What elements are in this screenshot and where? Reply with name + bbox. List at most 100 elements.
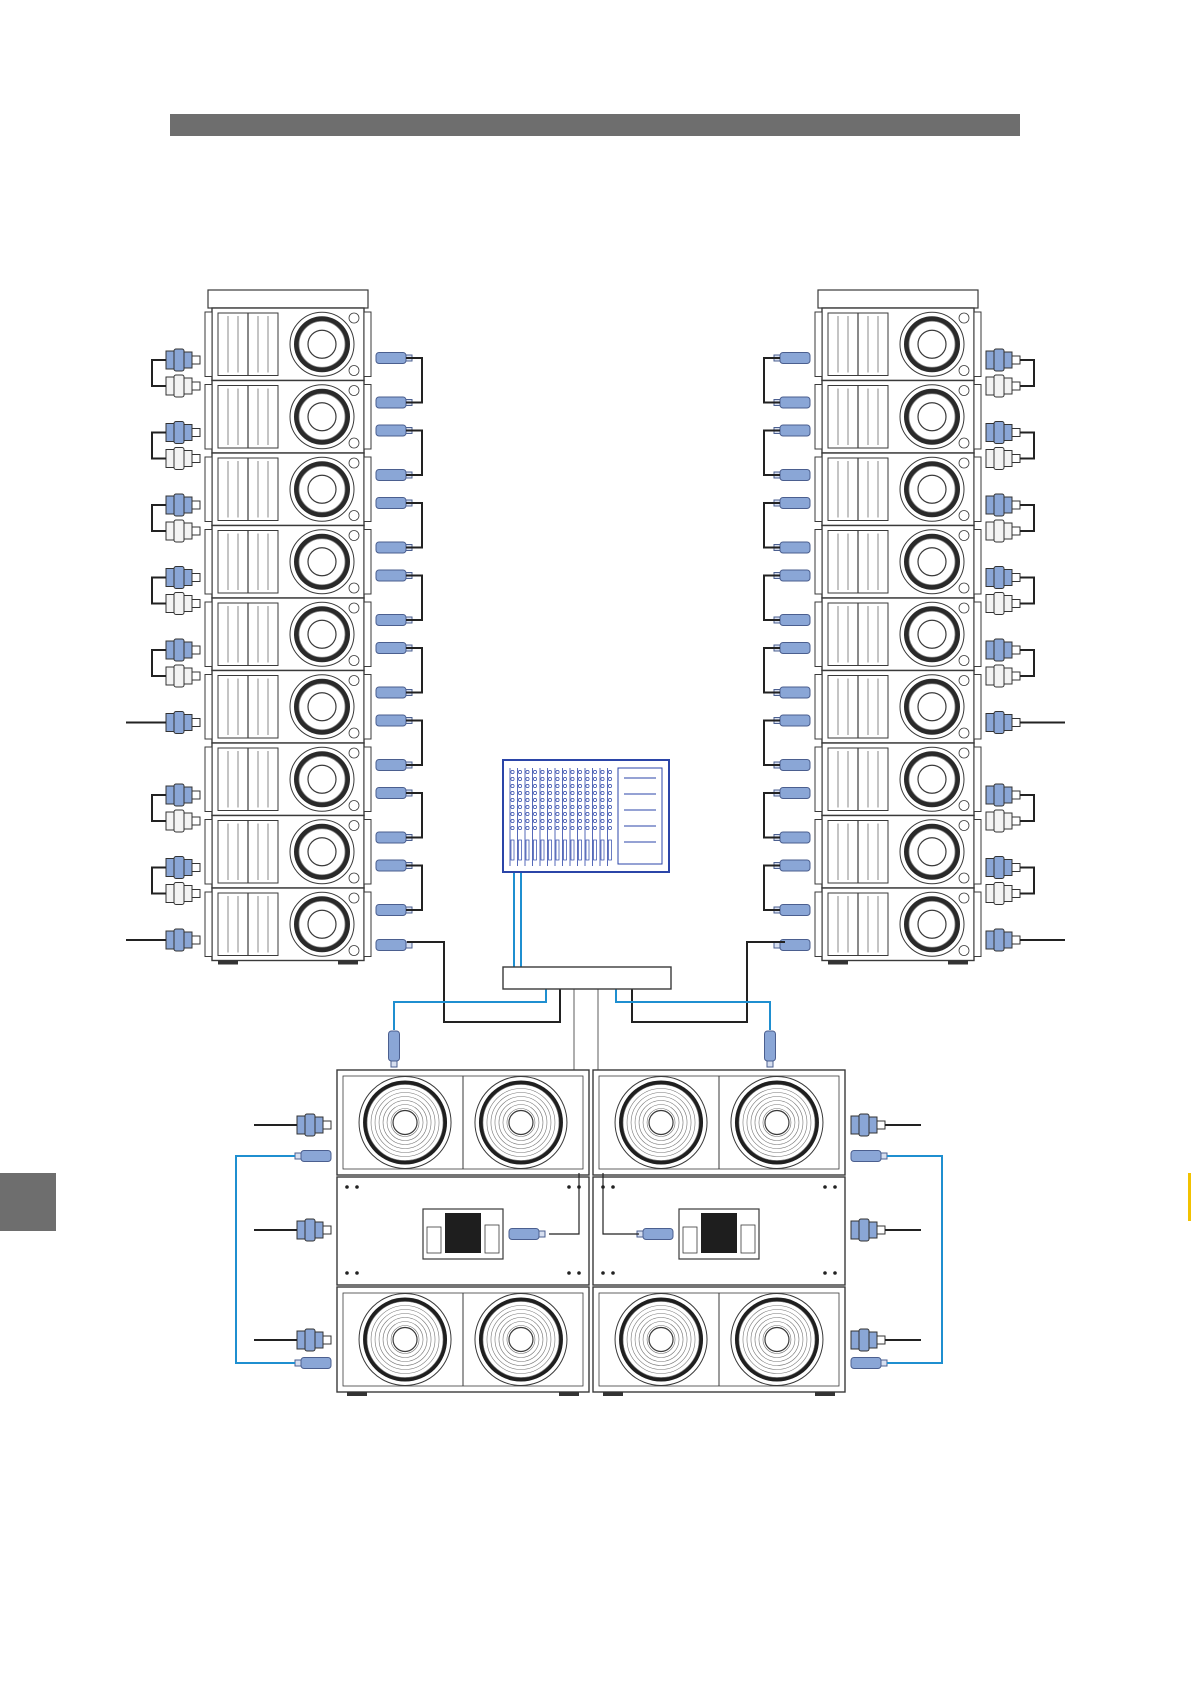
woofer-cone-icon [475,1077,567,1169]
power-link-cable [1020,360,1034,386]
power-link-cable [1020,433,1034,459]
amplifier-rack-icon [337,1173,589,1285]
horn-section [218,531,278,594]
power-link-cable [1020,505,1034,531]
powercon-connector-icon [297,1114,331,1136]
xlr-link-cable [764,358,780,403]
woofer-cone-icon [290,312,354,376]
xlr-link-cable [406,576,422,621]
horn-section [828,821,888,884]
xlr-link-cable [406,866,422,911]
speaker-cabinet-icon [815,888,981,961]
powercon-connector-icon [986,883,1020,905]
woofer-cone-icon [900,675,964,739]
xlr-connector-icon [765,1031,776,1067]
power-link-cable [152,578,166,604]
powercon-connector-icon [166,593,200,615]
speaker-cabinet-icon [205,526,371,599]
powercon-connector-icon [986,857,1020,879]
power-link-cable [152,650,166,676]
powercon-connector-icon [166,639,200,661]
subwoofer-cabinet-icon [593,1070,845,1175]
woofer-cone-icon [900,312,964,376]
woofer-cone-icon [290,747,354,811]
speaker-cabinet-icon [205,816,371,889]
xlr-link-cable [764,793,780,838]
powercon-connector-icon [166,883,200,905]
mixer-console [503,760,669,872]
xlr-link-cable [406,721,422,766]
powercon-connector-icon [166,929,200,951]
power-link-cable [1020,868,1034,894]
powercon-connector-icon [986,712,1020,734]
xlr-link-cable [406,793,422,838]
horn-section [828,386,888,449]
woofer-cone-icon [900,747,964,811]
horn-section [828,603,888,666]
powercon-connector-icon [851,1114,885,1136]
woofer-cone-icon [900,892,964,956]
speaker-cabinet-icon [815,453,981,526]
speaker-cabinet-icon [815,308,981,381]
speaker-cabinet-icon [815,598,981,671]
processor-to-left-sub-cable [394,989,546,1030]
xlr-link-cable [406,503,422,548]
speaker-cabinet-icon [815,381,981,454]
powercon-connector-icon [986,665,1020,687]
xlr-link-cable [764,431,780,476]
power-link-cable [152,360,166,386]
powercon-connector-icon [986,593,1020,615]
speaker-cabinet-icon [815,743,981,816]
horn-section [218,748,278,811]
powercon-connector-icon [986,810,1020,832]
woofer-cone-icon [359,1077,451,1169]
powercon-connector-icon [986,929,1020,951]
horn-section [218,386,278,449]
amplifier-rack-icon [593,1173,845,1285]
xlr-connector-icon [389,1031,400,1067]
powercon-connector-icon [986,639,1020,661]
powercon-connector-icon [986,494,1020,516]
powercon-connector-icon [986,448,1020,470]
woofer-cone-icon [900,530,964,594]
horn-section [828,748,888,811]
woofer-cone-icon [615,1294,707,1386]
woofer-cone-icon [290,602,354,666]
horn-section [218,821,278,884]
powercon-connector-icon [166,448,200,470]
rigging-frame [208,290,368,308]
subwoofer-cabinet-icon [593,1287,845,1392]
horn-section [218,676,278,739]
power-link-cable [1020,578,1034,604]
power-link-cable [152,433,166,459]
woofer-cone-icon [290,675,354,739]
speaker-cabinet-icon [815,671,981,744]
powercon-connector-icon [851,1329,885,1351]
xlr-link-cable [406,431,422,476]
woofer-cone-icon [290,892,354,956]
powercon-connector-icon [166,349,200,371]
powercon-connector-icon [986,349,1020,371]
woofer-cone-icon [475,1294,567,1386]
mixer-console-icon [503,760,669,872]
horn-section [828,313,888,376]
powercon-connector-icon [297,1219,331,1241]
rigging-frame [818,290,978,308]
power-link-cable [1020,795,1034,821]
powercon-connector-icon [166,567,200,589]
powercon-connector-icon [986,520,1020,542]
horn-section [218,603,278,666]
subwoofer-cabinet-icon [337,1287,589,1392]
horn-section [828,458,888,521]
powercon-connector-icon [166,494,200,516]
woofer-cone-icon [290,820,354,884]
powercon-connector-icon [986,375,1020,397]
woofer-cone-icon [290,457,354,521]
xlr-connector-icon [851,1358,887,1369]
line-array-left [126,290,422,965]
sub-link-cable [236,1156,295,1363]
woofer-cone-icon [900,457,964,521]
speaker-cabinet-icon [205,381,371,454]
powercon-connector-icon [166,665,200,687]
woofer-cone-icon [900,385,964,449]
